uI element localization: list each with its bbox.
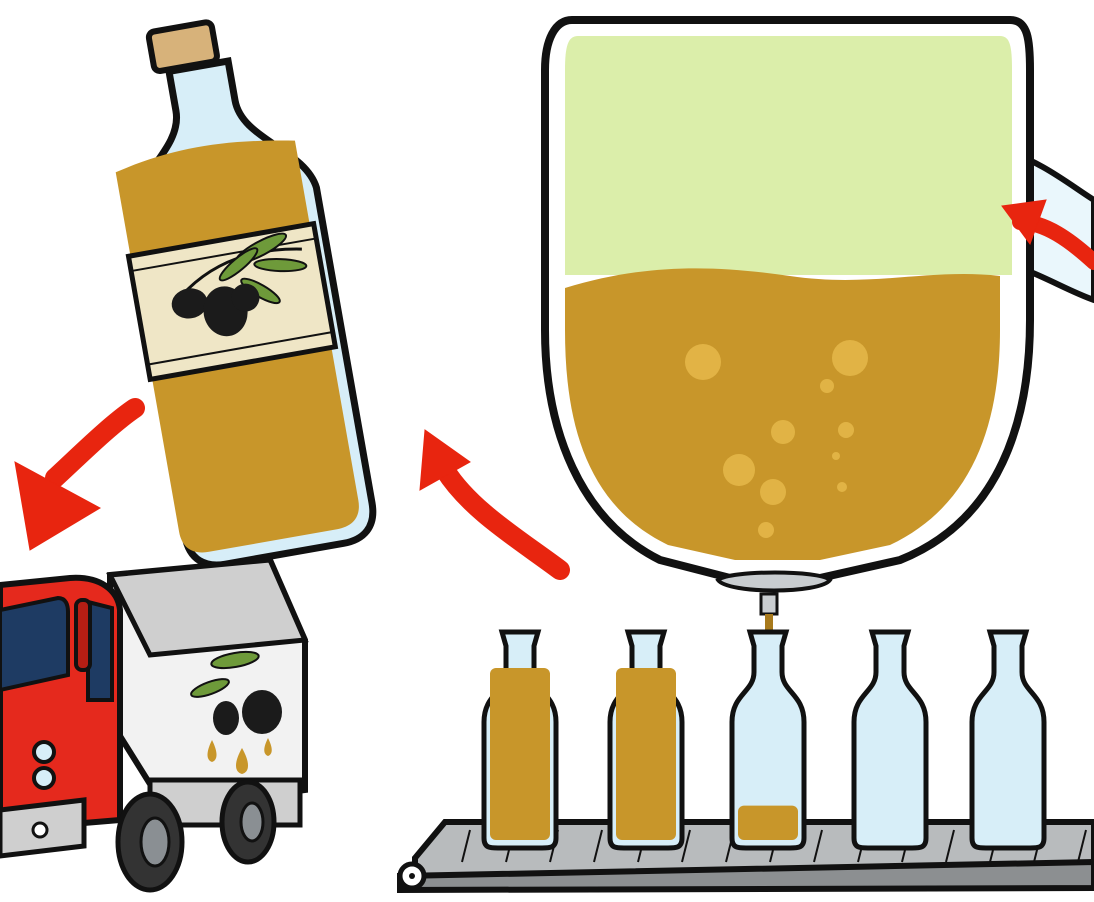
conveyor-bottle-glass	[972, 632, 1044, 848]
bottle-cork	[148, 21, 218, 72]
conveyor-bottle	[972, 632, 1044, 848]
truck-headlight	[34, 742, 54, 762]
tank-headspace	[565, 36, 1012, 275]
conveyor-bottle-oil	[616, 668, 676, 840]
conveyor-bottles	[484, 632, 1044, 848]
conveyor-bottle-oil	[738, 806, 798, 840]
delivery-truck	[0, 560, 305, 890]
conveyor-bottle	[610, 632, 682, 848]
conveyor-bottle	[732, 632, 804, 848]
conveyor-bottle-glass	[854, 632, 926, 848]
storage-tank	[545, 20, 1094, 614]
truck-wheel-front	[118, 794, 182, 890]
tank-nozzle	[761, 594, 777, 614]
flow-arrow-icon	[15, 408, 135, 550]
truck-windshield	[0, 598, 68, 690]
tank-nozzle-plate	[718, 573, 830, 591]
conveyor-bottle	[484, 632, 556, 848]
flow-arrow-icon	[420, 430, 560, 570]
truck-wheel-rear	[222, 782, 274, 862]
conveyor-bottle	[854, 632, 926, 848]
conveyor-bottle-oil	[490, 668, 550, 840]
truck-mirror	[76, 600, 90, 670]
olive-oil-bottle	[91, 8, 378, 571]
